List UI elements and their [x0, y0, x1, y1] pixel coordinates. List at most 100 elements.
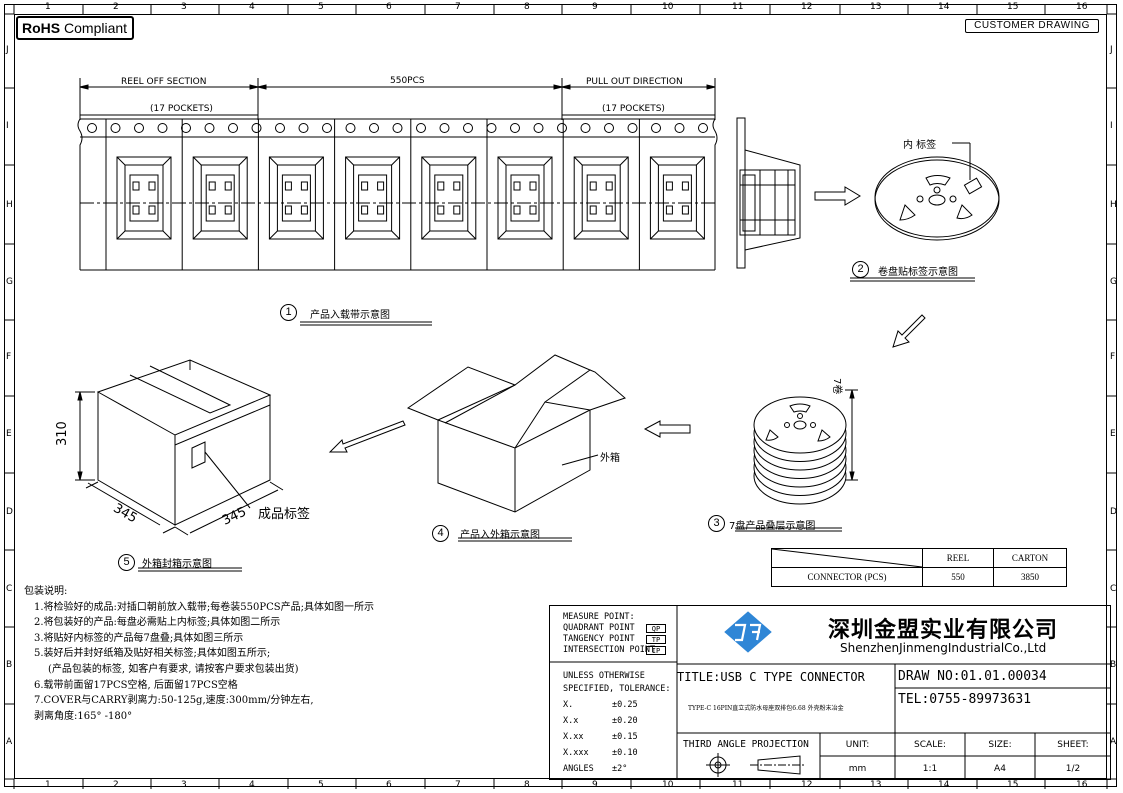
- zone-row-label: I: [1110, 121, 1113, 131]
- product-label-text: 成品标签: [258, 507, 311, 522]
- zone-row-label: H: [6, 200, 13, 210]
- drawing-title: TITLE:USB C TYPE CONNECTOR: [677, 670, 865, 684]
- zone-column-label: 6: [386, 780, 392, 790]
- reel-side-view: [736, 117, 801, 269]
- quadrant-point-label: QUADRANT POINT: [563, 623, 635, 633]
- sprocket-hole: [157, 123, 168, 133]
- measure-point-label: MEASURE POINT:: [563, 612, 635, 622]
- company-logo: [724, 611, 772, 653]
- step-5-number: 5: [118, 554, 135, 571]
- sprocket-hole: [275, 123, 285, 133]
- size-value: A4: [994, 764, 1006, 774]
- tape-pocket: [334, 119, 401, 270]
- unit-value: mm: [848, 764, 867, 774]
- sprocket-hole: [322, 123, 332, 133]
- scale-label: SCALE:: [914, 740, 946, 750]
- table-cell-item: CONNECTOR (PCS): [771, 567, 923, 587]
- sprocket-hole: [369, 123, 379, 133]
- note-line-7b: 剥离角度:165° -180°: [34, 710, 133, 722]
- step-3-number: 3: [708, 515, 725, 532]
- table-cell-carton-qty: 3850: [993, 567, 1067, 587]
- note-line-5b: (产品包装的标签, 如客户有要求, 请按客户要求包装出货): [48, 663, 299, 675]
- note-line-1: 1.将检验好的成品:对插口朝前放入载带;每卷装550PCS产品;具体如图一所示: [34, 601, 374, 613]
- company-name-cn: 深圳金盟实业有限公司: [828, 618, 1059, 643]
- zone-column-label: 7: [455, 780, 461, 790]
- tolerance-value: ±0.20: [612, 716, 638, 726]
- zone-column-label: 4: [249, 780, 255, 790]
- zone-row-label: B: [1110, 660, 1117, 670]
- zone-ticks: [4, 4, 1117, 789]
- zone-row-label: B: [6, 660, 13, 670]
- sprocket-hole: [345, 123, 356, 133]
- sprocket-hole: [228, 123, 238, 133]
- tape-pocket: [410, 119, 477, 270]
- pcs-count-label: 550PCS: [390, 76, 425, 86]
- outer-box-label: 外箱: [600, 453, 620, 464]
- tolerance-value: ±0.25: [612, 700, 638, 710]
- sheet-value: 1/2: [1065, 764, 1081, 774]
- table-row: REEL CARTON: [771, 548, 1067, 568]
- sprocket-hole: [627, 123, 638, 133]
- zone-row-label: J: [1110, 45, 1113, 55]
- notes-heading: 包装说明:: [24, 586, 68, 597]
- quantity-summary-table: REEL CARTON CONNECTOR (PCS) 550 3850: [771, 548, 1067, 587]
- sprocket-hole: [204, 123, 215, 133]
- zone-column-label: 2: [113, 2, 119, 12]
- qp-box: QP: [646, 624, 666, 633]
- sprocket-hole: [110, 123, 121, 133]
- step-3-caption: 7盘产品叠层示意图: [729, 521, 816, 532]
- note-line-5: 5.装好后并封好纸箱及贴好相关标签;具体如图五所示;: [34, 648, 271, 660]
- zone-column-label: 5: [318, 780, 324, 790]
- step-4-number: 4: [432, 525, 449, 542]
- tolerance-value: ±2°: [612, 764, 628, 774]
- tolerance-value: ±0.15: [612, 732, 638, 742]
- pockets-right-label: (17 POCKETS): [602, 104, 665, 114]
- zone-row-label: A: [1110, 737, 1117, 747]
- tp-box: TP: [646, 635, 666, 644]
- zone-row-label: F: [1110, 352, 1116, 362]
- company-name-en: ShenzhenJinmengIndustrialCo.,Ltd: [840, 641, 1047, 655]
- tolerance-label: X.xxx: [563, 748, 589, 758]
- zone-column-label: 9: [592, 2, 598, 12]
- tolerance-value: ±0.10: [612, 748, 638, 758]
- step-2-caption: 卷盘贴标签示意图: [878, 267, 958, 278]
- flow-arrows: [328, 186, 926, 453]
- zone-row-label: H: [1110, 200, 1117, 210]
- inner-label-text: 内 标签: [903, 140, 937, 151]
- zone-column-label: 7: [455, 2, 461, 12]
- zone-row-label: C: [6, 584, 13, 594]
- pockets-left-label: (17 POCKETS): [150, 104, 213, 114]
- zone-column-label: 6: [386, 2, 392, 12]
- step-2-number: 2: [852, 261, 869, 278]
- tangency-point-label: TANGENCY POINT: [563, 634, 635, 644]
- zone-row-label: D: [6, 507, 13, 517]
- step-1-caption: 产品入载带示意图: [310, 310, 390, 321]
- unless-otherwise-label: UNLESS OTHERWISE: [563, 671, 645, 681]
- table-header-reel: REEL: [922, 548, 994, 568]
- sprocket-hole: [181, 123, 191, 133]
- tape-pocket: [486, 119, 553, 270]
- sheet-label: SHEET:: [1057, 740, 1089, 750]
- stack-dimension: [845, 389, 858, 481]
- telephone: TEL:0755-89973631: [898, 692, 1032, 707]
- zone-column-label: 14: [938, 2, 950, 12]
- zone-column-label: 12: [801, 2, 813, 12]
- zone-column-label: 2: [113, 780, 119, 790]
- zone-column-label: 3: [181, 2, 187, 12]
- zone-row-label: E: [6, 429, 12, 439]
- sprocket-hole: [510, 123, 520, 133]
- table-cell-reel-qty: 550: [922, 567, 994, 587]
- sprocket-hole: [439, 123, 450, 133]
- zone-column-label: 1: [45, 2, 51, 12]
- third-angle-projection: THIRD ANGLE PROJECTION: [683, 739, 809, 750]
- zone-column-label: 10: [662, 780, 674, 790]
- sprocket-hole: [580, 123, 591, 133]
- sealed-box: [75, 359, 284, 536]
- ip-box: IP: [646, 646, 666, 655]
- customer-drawing-badge: CUSTOMER DRAWING: [965, 19, 1099, 33]
- stacked-reels: [753, 396, 847, 505]
- zone-column-label: 10: [662, 2, 674, 12]
- reel-off-section-label: REEL OFF SECTION: [121, 77, 207, 87]
- sprocket-hole: [698, 123, 708, 133]
- drawing-subtitle: TYPE-C 16PIN直立式防水母座双排包6.68 外壳粉末冶金: [688, 705, 844, 712]
